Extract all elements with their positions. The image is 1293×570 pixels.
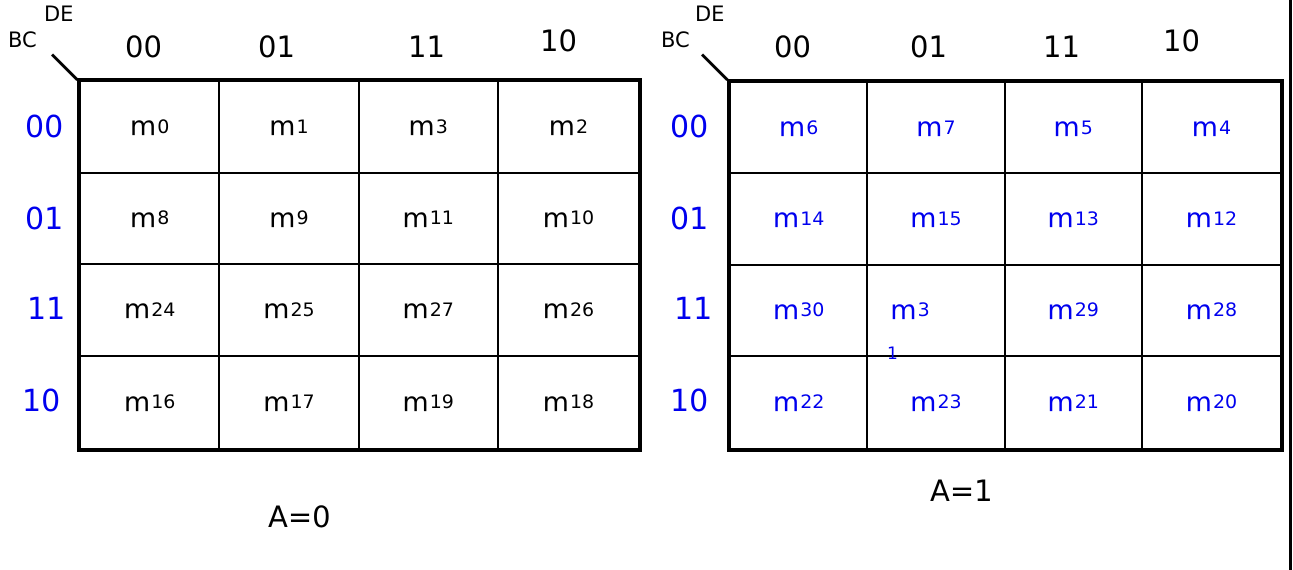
row-label-01: 01 bbox=[25, 202, 64, 237]
column-label-01: 01 bbox=[258, 30, 295, 64]
column-label-00: 00 bbox=[125, 30, 162, 64]
row-label-11: 11 bbox=[27, 292, 66, 327]
column-label-10: 10 bbox=[540, 24, 577, 58]
column-variable-label: DE bbox=[44, 2, 74, 26]
column-label-11: 11 bbox=[1043, 30, 1080, 64]
caption-a0: A=0 bbox=[268, 500, 331, 534]
page-right-border bbox=[1289, 0, 1292, 570]
row-variable-label: BC bbox=[8, 28, 37, 52]
row-label-00: 00 bbox=[670, 110, 709, 145]
row-label-00: 00 bbox=[25, 110, 64, 145]
column-label-00: 00 bbox=[774, 30, 811, 64]
row-label-11: 11 bbox=[674, 292, 713, 327]
corner-diagonal bbox=[50, 53, 79, 82]
corner-diagonal bbox=[700, 53, 729, 82]
row-label-10: 10 bbox=[670, 384, 709, 419]
row-label-10: 10 bbox=[22, 384, 61, 419]
column-label-11: 11 bbox=[408, 30, 445, 64]
wrapped-subscript-overflow: 1 bbox=[887, 344, 898, 364]
column-variable-label: DE bbox=[695, 2, 725, 26]
column-label-01: 01 bbox=[910, 30, 947, 64]
column-label-10: 10 bbox=[1163, 24, 1200, 58]
caption-a1: A=1 bbox=[930, 474, 993, 508]
row-variable-label: BC bbox=[661, 28, 690, 52]
row-label-01: 01 bbox=[670, 202, 709, 237]
